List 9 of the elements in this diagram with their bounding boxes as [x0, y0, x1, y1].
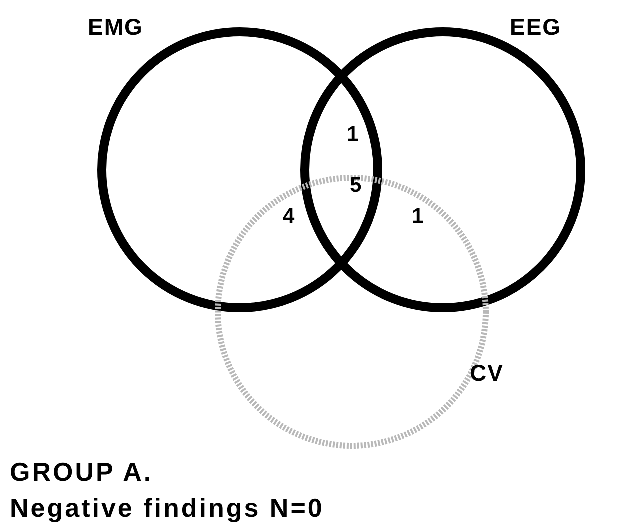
set-label: EMG — [88, 16, 144, 39]
set-label: EEG — [510, 16, 562, 39]
count-label: 1 — [412, 206, 424, 227]
group-title: GROUP A. — [10, 459, 154, 485]
count-label: 5 — [350, 175, 362, 196]
set-label: CV — [470, 362, 504, 385]
count-label: 4 — [283, 206, 295, 227]
caption: Negative findings N=0 — [10, 495, 324, 521]
count-label: 1 — [347, 124, 359, 145]
